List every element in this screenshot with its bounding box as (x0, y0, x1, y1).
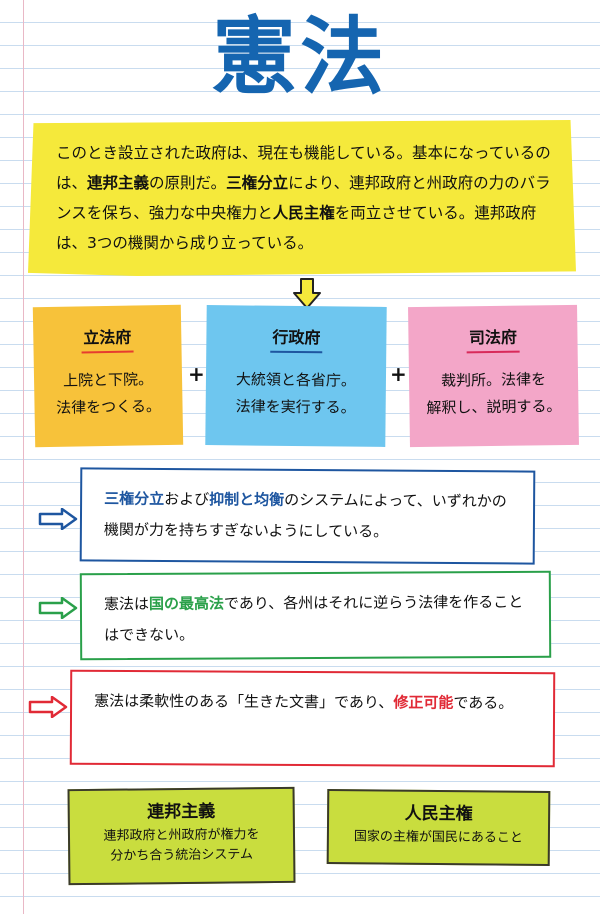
branch-name: 行政府 (270, 323, 323, 354)
arrow-right-icon (28, 696, 68, 718)
note-checks-and-balances: 三権分立および抑制と均衡のシステムによって、いずれかの機関が力を持ちすぎないよう… (79, 467, 536, 565)
branch-description: 裁判所。法律を 解釈し、説明する。 (426, 370, 562, 417)
intro-box: このとき設立された政府は、現在も機能している。基本になっているのは、連邦主義の原… (28, 120, 576, 276)
branch-judicial: 司法府 裁判所。法律を 解釈し、説明する。 (408, 304, 579, 448)
arrow-right-icon (38, 508, 78, 530)
term-name: 人民主権 (404, 803, 473, 825)
plus-icon: + (390, 362, 407, 386)
note-living-document: 憲法は柔軟性のある「生きた文書」であり、修正可能である。 (69, 669, 556, 768)
term-description: 国家の主権が国民にあること (353, 829, 523, 846)
term-name: 連邦主義 (147, 801, 216, 823)
branch-description: 上院と下院。 法律をつくる。 (56, 370, 162, 417)
branch-name: 司法府 (466, 323, 520, 354)
page-title: 憲法 (211, 7, 388, 106)
arrow-down-icon (293, 278, 321, 309)
keyword-separation-of-powers: 三権分立 (226, 174, 289, 192)
branch-description: 大統領と各省庁。 法律を実行する。 (235, 370, 357, 417)
branch-legislative: 立法府 上院と下院。 法律をつくる。 (32, 304, 184, 448)
note-supreme-law: 憲法は国の最高法であり、各州はそれに逆らう法律を作ることはできない。 (79, 570, 552, 661)
keyword-federalism: 連邦主義 (87, 174, 150, 192)
keyword-popular-sovereignty: 人民主権 (272, 204, 335, 222)
notebook-margin-line (23, 0, 24, 914)
branch-name: 立法府 (81, 323, 134, 354)
term-popular-sovereignty: 人民主権 国家の主権が国民にあること (326, 789, 551, 866)
branch-executive: 行政府 大統領と各省庁。 法律を実行する。 (205, 305, 387, 447)
arrow-right-icon (38, 597, 78, 619)
term-description: 連邦政府と州政府が権力を 分かち合う統治システム (103, 827, 260, 864)
term-federalism: 連邦主義 連邦政府と州政府が権力を 分かち合う統治システム (67, 786, 296, 886)
plus-icon: + (188, 362, 205, 386)
